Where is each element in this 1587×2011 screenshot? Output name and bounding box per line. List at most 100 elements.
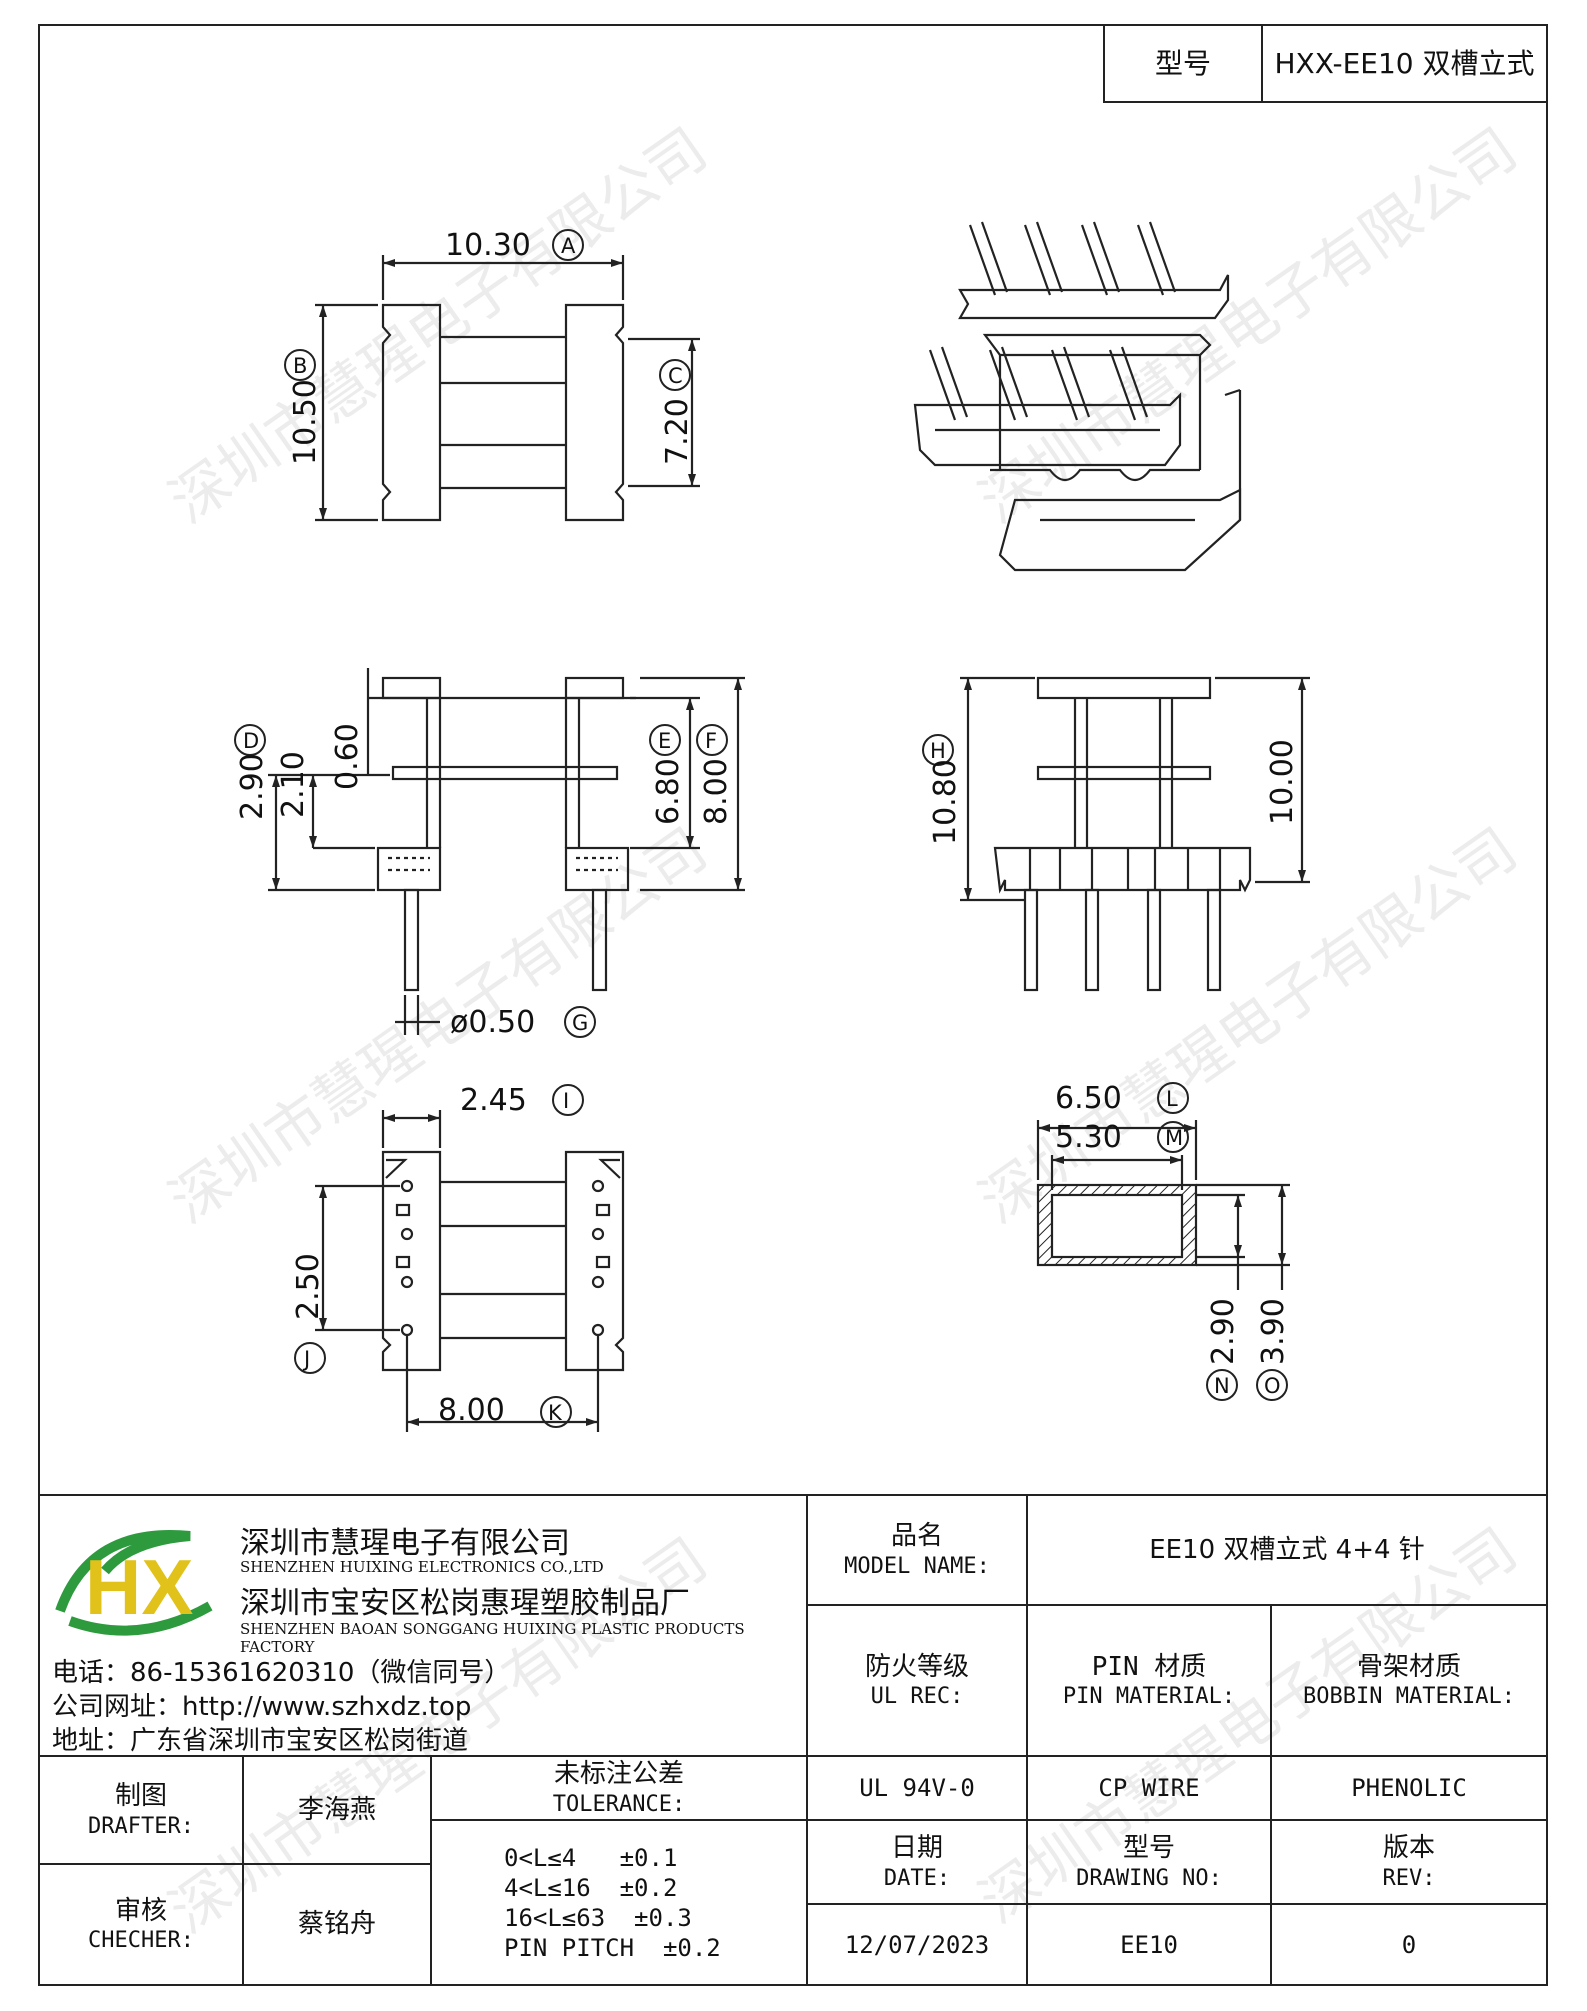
dim-m-tag: M <box>1165 1126 1183 1150</box>
dim-f-tag: F <box>705 729 717 753</box>
date-value: 12/07/2023 <box>844 1930 990 1959</box>
model-name-value: EE10 双槽立式 4+4 针 <box>1149 1534 1425 1565</box>
dim-b-value: 10.50 <box>288 379 323 465</box>
dim-d-tag: D <box>243 729 259 753</box>
technical-drawing: 10.30 A 10.50 B 7.20 C 2.90 D 2.10 0.60 … <box>234 221 1310 1432</box>
dwg-value: EE10 <box>1120 1930 1178 1959</box>
model-name-label-cell: 品名 MODEL NAME: <box>806 1494 1028 1606</box>
drafter-label-cell: 制图 DRAFTER: <box>38 1755 244 1865</box>
dim-j-value: 2.50 <box>291 1253 326 1320</box>
checker-name-cell: 蔡铭舟 <box>242 1863 432 1986</box>
dim-g-value: ø0.50 <box>450 1005 535 1040</box>
drawing-no-value-cell: EE10 <box>1026 1903 1272 1986</box>
checker-label-cell: 审核 CHECHER: <box>38 1863 244 1986</box>
dim-l-tag: L <box>1166 1087 1178 1111</box>
tolerance-line: 16<L≤63 ±0.3 <box>504 1903 692 1932</box>
company-info-block: HX 深圳市慧瑆电子有限公司 SHENZHEN HUIXING ELECTRON… <box>38 1494 808 1757</box>
pin-en: PIN MATERIAL: <box>1062 1684 1236 1709</box>
ul-value-cell: UL 94V-0 <box>806 1755 1028 1821</box>
top-view <box>315 255 700 522</box>
tolerance-line: PIN PITCH ±0.2 <box>504 1933 721 1962</box>
arrowheads <box>272 259 1306 1426</box>
dim-e-tag: E <box>658 729 671 753</box>
tolerance-en: TOLERANCE: <box>552 1791 686 1817</box>
company-website: 公司网址：http://www.szhxdz.top <box>52 1692 472 1722</box>
front-view <box>268 668 745 1035</box>
factory-name-cn: 深圳市宝安区松岗惠瑆塑胶制品厂 <box>240 1586 690 1621</box>
dim-n-value: 2.90 <box>1206 1298 1241 1365</box>
dim-a-tag: A <box>561 234 576 258</box>
pin-value-cell: CP WIRE <box>1026 1755 1272 1821</box>
dim-i-tag: I <box>563 1089 569 1113</box>
dim-k-value: 8.00 <box>438 1393 505 1428</box>
dwg-en: DRAWING NO: <box>1076 1865 1222 1891</box>
bobbin-value: PHENOLIC <box>1351 1774 1467 1802</box>
date-value-cell: 12/07/2023 <box>806 1903 1028 1986</box>
rev-label-cell: 版本 REV: <box>1270 1819 1548 1905</box>
dim-a-value: 10.30 <box>445 228 531 263</box>
dim-k-tag: K <box>548 1401 563 1425</box>
tolerance-line: 4<L≤16 ±0.2 <box>504 1873 678 1902</box>
tolerance-line: 0<L≤4 ±0.1 <box>504 1843 678 1872</box>
date-cn: 日期 <box>890 1833 943 1863</box>
company-name-en: SHENZHEN HUIXING ELECTRONICS CO.,LTD <box>240 1558 604 1576</box>
bobbin-en: BOBBIN MATERIAL: <box>1303 1684 1515 1709</box>
factory-name-en: SHENZHEN BAOAN SONGGANG HUIXING PLASTIC … <box>240 1620 745 1656</box>
tolerance-values-cell: 0<L≤4 ±0.1 4<L≤16 ±0.2 16<L≤63 ±0.3 PIN … <box>430 1819 808 1986</box>
isometric-view <box>913 221 1242 572</box>
dim-10-00-value: 10.00 <box>1265 739 1300 825</box>
tolerance-cn: 未标注公差 <box>553 1759 684 1789</box>
ul-value: UL 94V-0 <box>859 1774 975 1802</box>
drafter-cn: 制图 <box>114 1781 167 1811</box>
ul-cn: 防火等级 <box>864 1651 969 1682</box>
logo-text: HX <box>85 1543 193 1631</box>
model-label: 型号 <box>1154 47 1211 80</box>
dim-g-tag: G <box>572 1011 588 1035</box>
dim-2-10-value: 2.10 <box>276 751 311 818</box>
tag-circles <box>234 229 1288 1428</box>
tolerance-label-cell: 未标注公差 TOLERANCE: <box>430 1755 808 1821</box>
pin-value: CP WIRE <box>1098 1774 1200 1802</box>
date-label-cell: 日期 DATE: <box>806 1819 1028 1905</box>
rev-cn: 版本 <box>1382 1833 1435 1863</box>
dim-d-value: 2.90 <box>235 753 270 820</box>
company-name-cn: 深圳市慧瑆电子有限公司 <box>240 1526 570 1561</box>
ul-label-cell: 防火等级 UL REC: <box>806 1604 1028 1757</box>
section-view <box>1036 1120 1290 1290</box>
dim-e-value: 6.80 <box>651 758 686 825</box>
dim-m-value: 5.30 <box>1055 1120 1122 1155</box>
ul-en: UL REC: <box>870 1684 964 1709</box>
dim-0-60-value: 0.60 <box>330 723 365 790</box>
dim-i-value: 2.45 <box>460 1083 527 1118</box>
bottom-view <box>315 1110 625 1432</box>
dim-o-value: 3.90 <box>1256 1298 1291 1365</box>
model-name-en: MODEL NAME: <box>844 1553 990 1579</box>
checker-en: CHECHER: <box>88 1928 194 1953</box>
dim-n-tag: N <box>1214 1374 1230 1398</box>
dim-j-tag: J <box>302 1347 310 1371</box>
bobbin-label-cell: 骨架材质 BOBBIN MATERIAL: <box>1270 1604 1548 1757</box>
side-view <box>960 676 1310 992</box>
bobbin-cn: 骨架材质 <box>1356 1651 1461 1682</box>
pin-label-cell: PIN 材质 PIN MATERIAL: <box>1026 1604 1272 1757</box>
dim-h-value: 10.80 <box>928 759 963 845</box>
dim-f-value: 8.00 <box>699 758 734 825</box>
model-name-cn: 品名 <box>890 1521 943 1551</box>
dim-c-tag: C <box>668 364 683 388</box>
pin-cn: PIN 材质 <box>1091 1651 1207 1682</box>
dim-o-tag: O <box>1264 1374 1281 1398</box>
bobbin-value-cell: PHENOLIC <box>1270 1755 1548 1821</box>
model-value-cell: HXX-EE10 双槽立式 <box>1261 24 1548 103</box>
rev-en: REV: <box>1382 1865 1436 1891</box>
company-address: 地址：广东省深圳市宝安区松岗街道 <box>52 1726 469 1756</box>
dim-h-tag: H <box>930 739 946 763</box>
drafter-name: 李海燕 <box>297 1794 376 1825</box>
date-en: DATE: <box>883 1865 951 1891</box>
company-logo: HX <box>55 1530 213 1636</box>
checker-name: 蔡铭舟 <box>297 1909 376 1940</box>
dim-l-value: 6.50 <box>1055 1081 1122 1116</box>
drafter-name-cell: 李海燕 <box>242 1755 432 1865</box>
drafter-en: DRAFTER: <box>88 1813 194 1839</box>
rev-value: 0 <box>1401 1930 1417 1959</box>
dim-b-tag: B <box>293 354 307 378</box>
